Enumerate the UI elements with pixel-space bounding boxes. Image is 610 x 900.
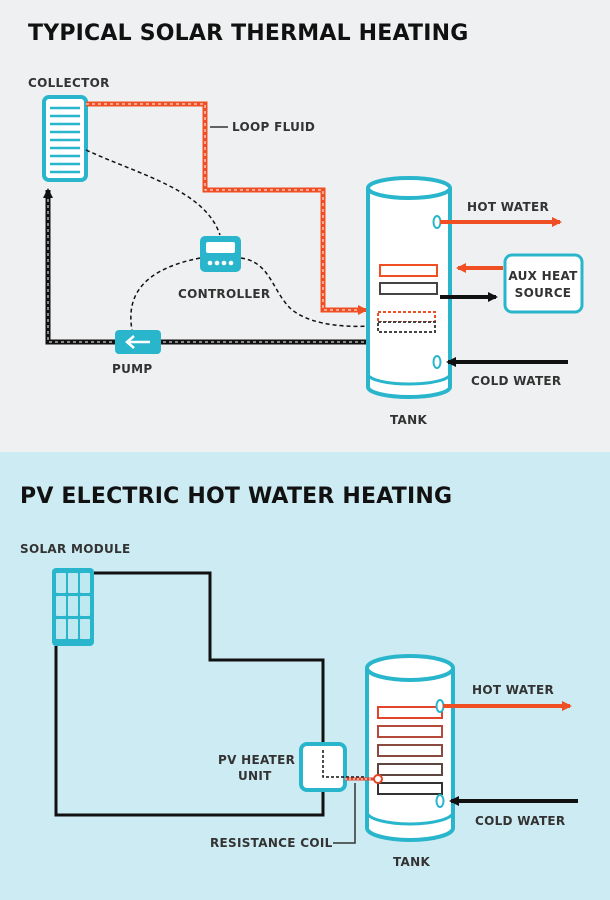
- pv-panel: PV ELECTRIC HOT WATER HEATING SOLAR MODU…: [0, 452, 610, 900]
- loop-return-pipe: [43, 188, 370, 345]
- loop-fluid-label: LOOP FLUID: [232, 120, 315, 134]
- pv-heater-label-line1: PV HEATER: [218, 753, 295, 767]
- controller-wires: [85, 149, 373, 331]
- pv-heater-unit: [299, 742, 372, 792]
- solar-module-label: SOLAR MODULE: [20, 542, 131, 556]
- thermal-panel: TYPICAL SOLAR THERMAL HEATING COLLECTOR: [0, 0, 610, 452]
- resistance-coil-leader-line: [333, 783, 356, 844]
- thermal-hot-water-label: HOT WATER: [467, 200, 549, 214]
- loop-fluid-hot-pipe: [86, 101, 368, 315]
- aux-heat-label-line2: SOURCE: [515, 286, 572, 300]
- pv-tank-label: TANK: [393, 855, 430, 869]
- aux-heat-label-line1: AUX HEAT: [508, 269, 578, 283]
- thermal-cold-water-label: COLD WATER: [471, 374, 561, 388]
- controller: [200, 236, 241, 272]
- collector-label: COLLECTOR: [28, 76, 110, 90]
- pv-cold-water-label: COLD WATER: [475, 814, 565, 828]
- pv-heater-label-line2: UNIT: [238, 769, 272, 783]
- pv-tank: [365, 654, 455, 842]
- thermal-panel-background: [0, 0, 610, 452]
- controller-label: CONTROLLER: [178, 287, 270, 301]
- solar-module: [52, 568, 94, 646]
- pv-wiring: [54, 571, 325, 817]
- pump-label: PUMP: [112, 362, 152, 376]
- thermal-tank-label: TANK: [390, 413, 427, 427]
- thermal-tank: [366, 176, 452, 399]
- thermal-title: TYPICAL SOLAR THERMAL HEATING: [28, 21, 469, 46]
- pump: [115, 330, 161, 354]
- pv-panel-background: [0, 452, 610, 900]
- pv-hot-water-label: HOT WATER: [472, 683, 554, 697]
- aux-heat-source: AUX HEAT SOURCE: [503, 253, 584, 314]
- pv-title: PV ELECTRIC HOT WATER HEATING: [20, 484, 452, 509]
- collector: [42, 95, 88, 182]
- resistance-element-port: [373, 774, 383, 784]
- resistance-coil-label: RESISTANCE COIL: [210, 836, 333, 850]
